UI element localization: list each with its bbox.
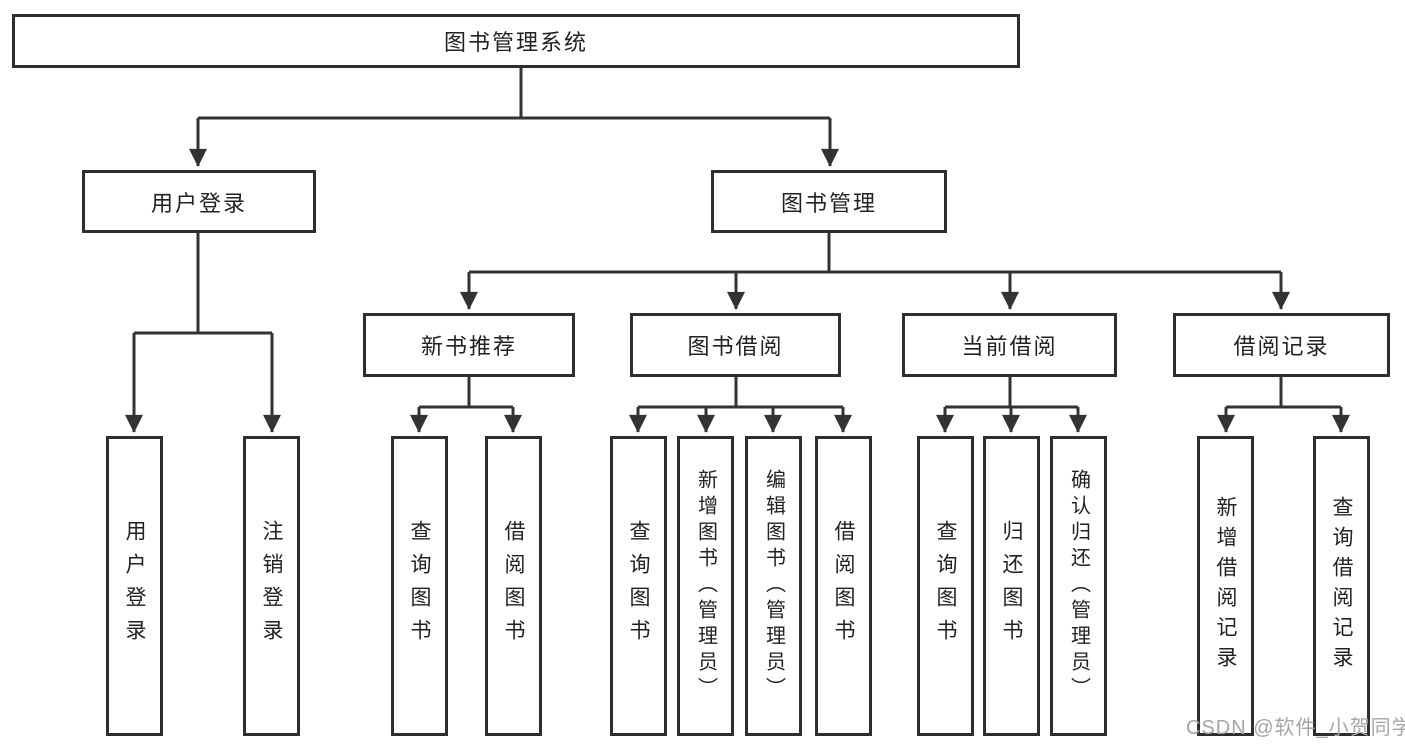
leaf-user-login: 用户登录 <box>106 436 163 736</box>
leaf-user-login-label: 用户登录 <box>123 520 146 652</box>
leaf-borrow-books-1: 借阅图书 <box>485 436 542 736</box>
node-book-management: 图书管理 <box>711 170 947 233</box>
leaf-confirm-return-admin-label: 确认归还（管理员） <box>1067 469 1090 703</box>
leaf-query-books-3-label: 查询图书 <box>934 520 957 652</box>
node-current-borrowing: 当前借阅 <box>902 313 1117 377</box>
node-library-system: 图书管理系统 <box>12 14 1020 68</box>
node-book-management-label: 图书管理 <box>780 190 877 216</box>
leaf-add-books-admin-label: 新增图书（管理员） <box>694 469 717 703</box>
leaf-add-books-admin: 新增图书（管理员） <box>677 436 734 736</box>
leaf-query-books-2: 查询图书 <box>610 436 667 736</box>
node-borrow-records: 借阅记录 <box>1173 313 1390 377</box>
leaf-edit-books-admin: 编辑图书（管理员） <box>745 436 802 736</box>
node-book-borrowing: 图书借阅 <box>630 313 841 377</box>
leaf-borrow-books-1-label: 借阅图书 <box>502 520 525 652</box>
leaf-return-books: 归还图书 <box>983 436 1040 736</box>
leaf-borrow-books-2-label: 借阅图书 <box>832 520 855 652</box>
leaf-query-borrow-record-label: 查询借阅记录 <box>1330 496 1353 676</box>
leaf-add-borrow-record-label: 新增借阅记录 <box>1214 496 1237 676</box>
leaf-edit-books-admin-label: 编辑图书（管理员） <box>762 469 785 703</box>
node-new-book-recommend-label: 新书推荐 <box>420 334 517 359</box>
node-new-book-recommend: 新书推荐 <box>363 313 575 377</box>
leaf-query-books-2-label: 查询图书 <box>627 520 650 652</box>
leaf-return-books-label: 归还图书 <box>1000 520 1023 652</box>
node-book-borrowing-label: 图书借阅 <box>687 334 784 359</box>
node-user-login-label: 用户登录 <box>150 190 247 216</box>
watermark: CSDN @软件_小贺同学 <box>1186 717 1405 739</box>
leaf-add-borrow-record: 新增借阅记录 <box>1197 436 1254 736</box>
leaf-query-books-1: 查询图书 <box>391 436 448 736</box>
leaf-logout-label: 注销登录 <box>260 520 283 652</box>
node-user-login: 用户登录 <box>82 170 316 233</box>
leaf-borrow-books-2: 借阅图书 <box>815 436 872 736</box>
node-library-system-label: 图书管理系统 <box>443 30 588 55</box>
node-current-borrowing-label: 当前借阅 <box>961 334 1058 359</box>
leaf-query-books-1-label: 查询图书 <box>408 520 431 652</box>
node-borrow-records-label: 借阅记录 <box>1233 334 1330 359</box>
leaf-logout: 注销登录 <box>243 436 300 736</box>
leaf-query-books-3: 查询图书 <box>917 436 974 736</box>
leaf-query-borrow-record: 查询借阅记录 <box>1313 436 1370 736</box>
leaf-confirm-return-admin: 确认归还（管理员） <box>1050 436 1107 736</box>
